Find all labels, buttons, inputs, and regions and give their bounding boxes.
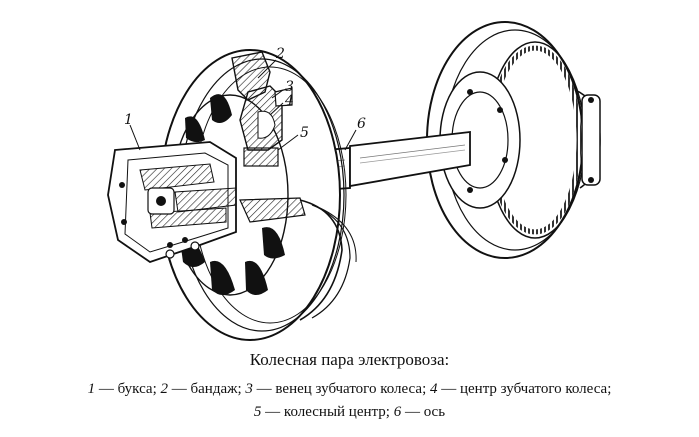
axle-box [107, 141, 237, 263]
legend-part-1: букса [117, 381, 153, 397]
legend-part-4: центр зубчатого колеса [459, 381, 608, 397]
legend-number-6: 6 [393, 404, 402, 420]
legend-number-1: 1 [87, 381, 96, 397]
legend-number-2: 2 [160, 381, 169, 397]
callout-4: 4 [284, 93, 294, 109]
leader-lines [129, 59, 357, 151]
callout-6: 6 [357, 116, 366, 132]
legend-sep: — [401, 404, 424, 420]
legend-sep: — [95, 381, 118, 397]
callout-1: 1 [124, 112, 133, 128]
legend-line-2: 5 — колесный центр; 6 — ось [253, 404, 446, 420]
callout-2: 2 [275, 46, 285, 62]
wheelset-drawing: 1 2 3 4 5 6 [107, 21, 601, 341]
callout-3: 3 [285, 79, 294, 95]
legend-sep: — [261, 404, 284, 420]
legend-number-4: 4 [429, 381, 438, 397]
legend-number-3: 3 [245, 381, 253, 397]
caption-title: Колесная пара электровоза: [249, 350, 450, 369]
callout-5: 5 [300, 125, 309, 141]
legend-part-3: венец зубчатого колеса [275, 381, 423, 397]
legend-part-5: колесный центр [283, 404, 386, 420]
legend-sep: — [437, 381, 460, 397]
legend-number-5: 5 [253, 404, 262, 420]
legend-line-1: 1 — букса; 2 — бандаж; 3 — венец зубчато… [87, 381, 612, 397]
legend-part-2: бандаж [190, 381, 238, 397]
right-wheel [426, 21, 601, 259]
legend-sep: — [168, 381, 191, 397]
legend-part-6: ось [423, 404, 446, 420]
legend-sep: — [252, 381, 276, 397]
